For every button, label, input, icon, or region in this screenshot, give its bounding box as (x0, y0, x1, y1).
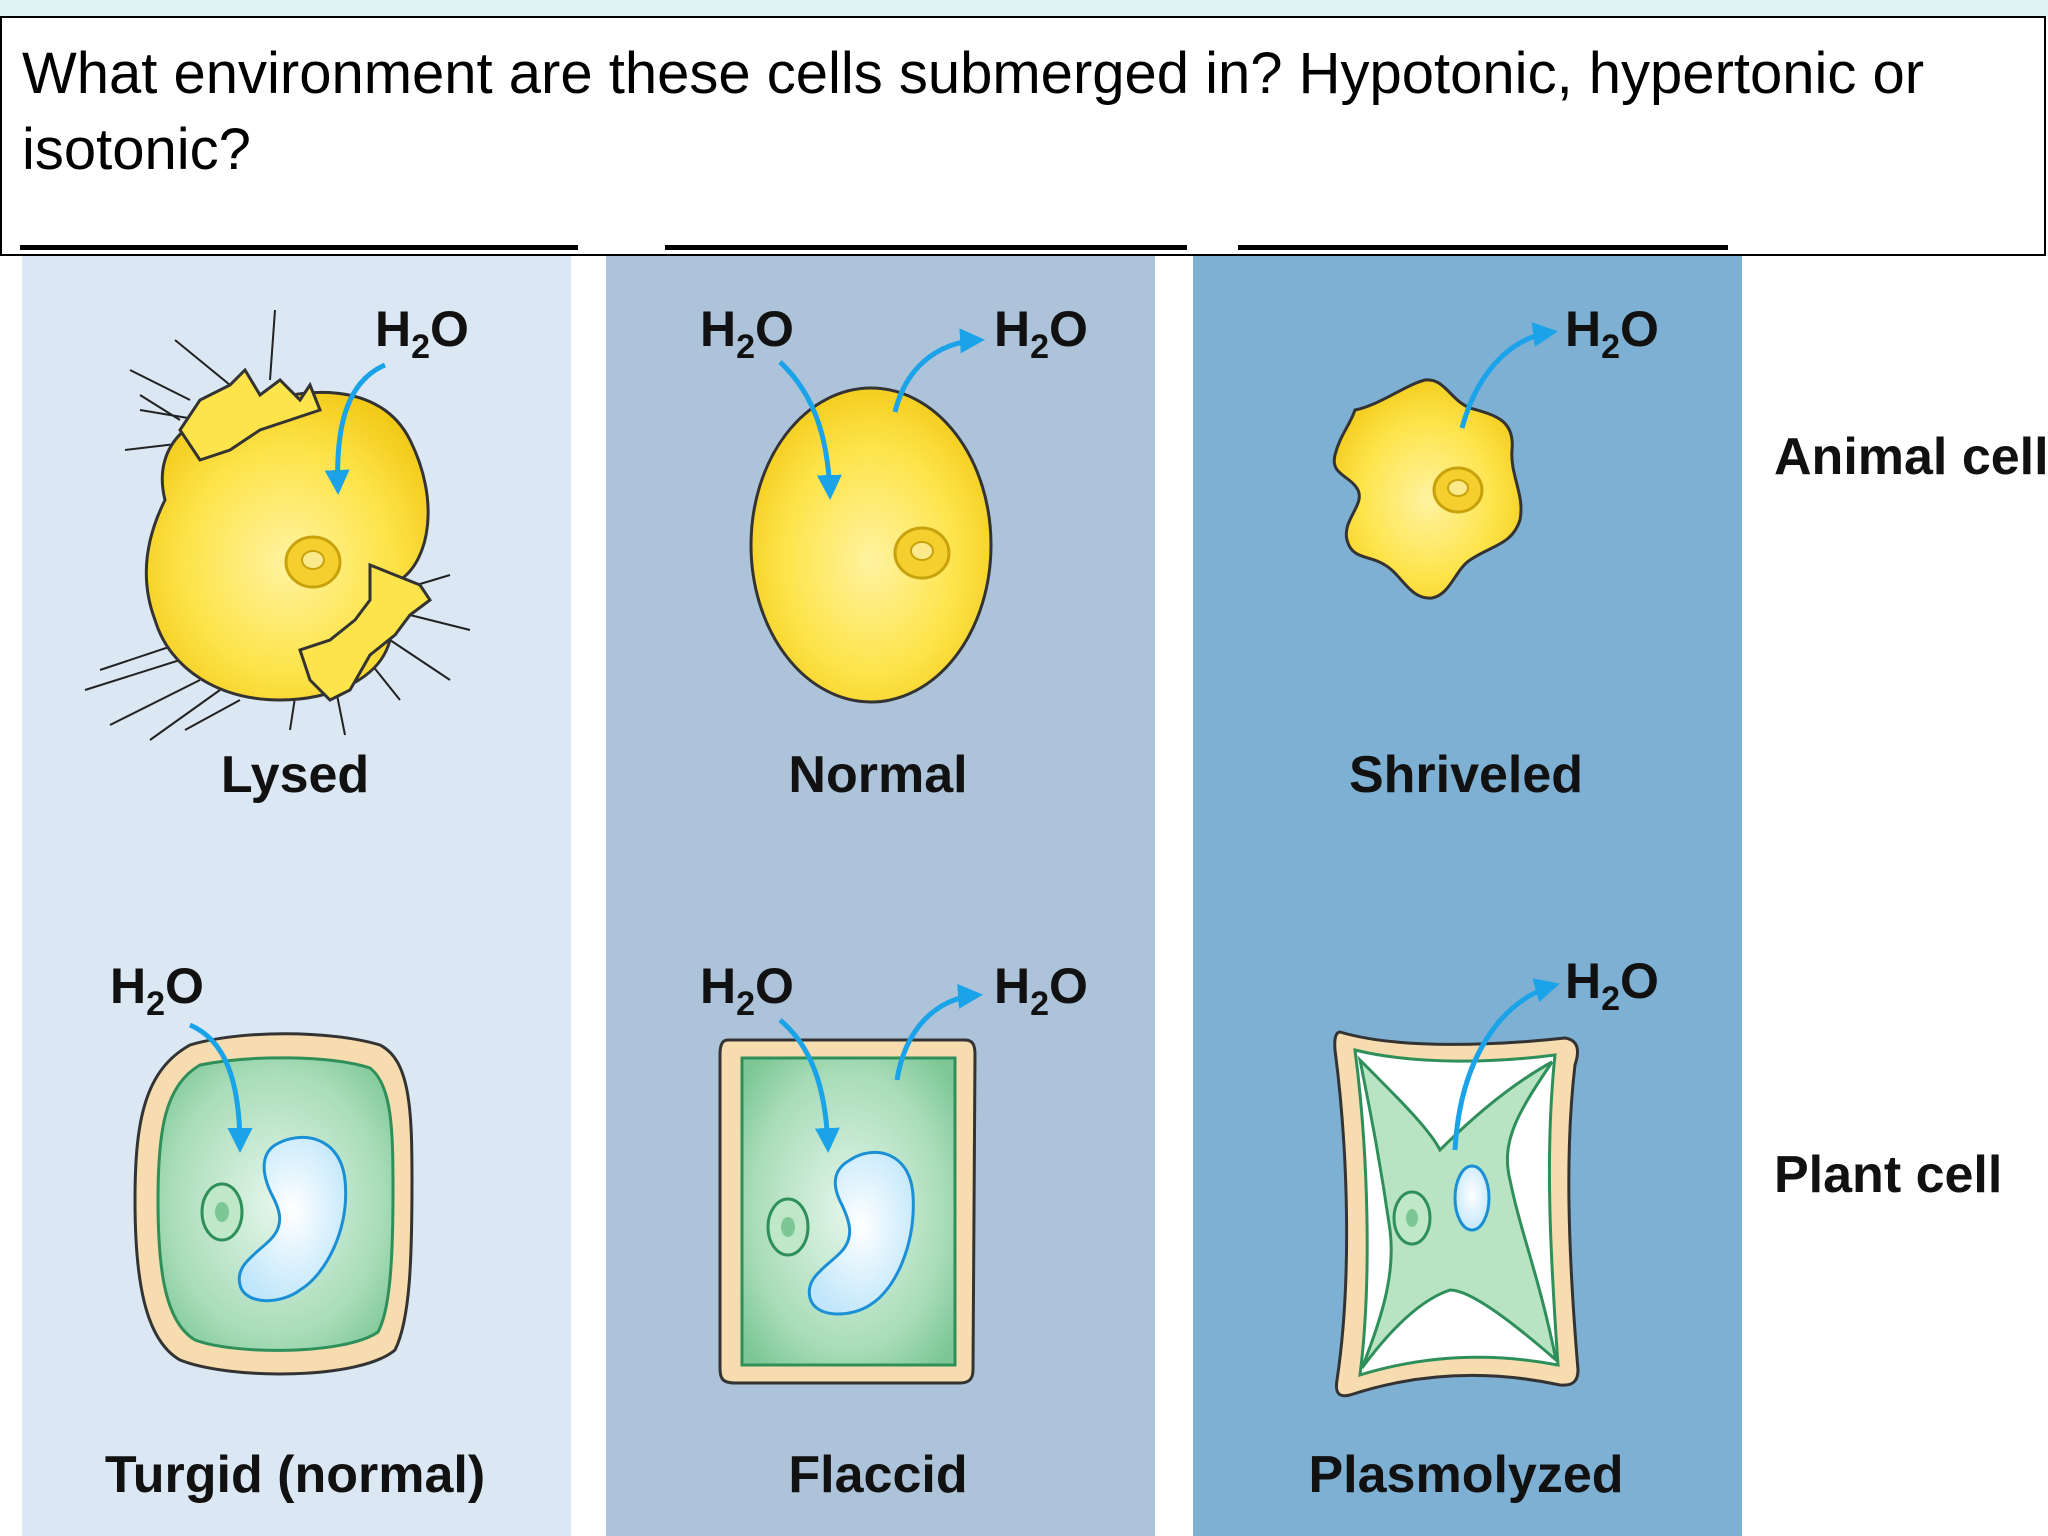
water-label-flaccid-out: H2O (994, 958, 1088, 1023)
label-plasmolyzed: Plasmolyzed (1308, 1446, 1623, 1504)
label-shriveled: Shriveled (1349, 746, 1583, 804)
label-flaccid: Flaccid (788, 1446, 967, 1504)
water-out-arrow-shriveled (1459, 322, 1558, 429)
svg-text:H2O: H2O (994, 958, 1088, 1023)
answer-blank-1[interactable] (20, 245, 578, 250)
label-lysed: Lysed (221, 746, 369, 804)
answer-blank-3[interactable] (1238, 245, 1728, 250)
svg-text:H2O: H2O (375, 301, 469, 366)
water-label-normal-in: H2O (700, 301, 794, 366)
question-text: What environment are these cells submerg… (22, 41, 1925, 182)
water-label-flaccid-in: H2O (700, 958, 794, 1023)
svg-text:H2O: H2O (110, 958, 204, 1023)
water-label-shriveled: H2O (1565, 301, 1659, 366)
water-out-arrow-normal (892, 328, 985, 413)
question-box: What environment are these cells submerg… (0, 16, 2046, 256)
water-label-lysed: H2O (375, 301, 469, 366)
plasmolyzed-plant-cell (1333, 1030, 1580, 1398)
water-in-arrow-normal (778, 360, 842, 500)
row-label-plant-cell: Plant cell (1774, 1146, 2002, 1204)
answer-blank-2[interactable] (665, 245, 1187, 250)
water-label-normal-out: H2O (994, 301, 1088, 366)
water-label-turgid: H2O (110, 958, 204, 1023)
turgid-plant-cell (133, 1032, 414, 1376)
water-in-arrow-turgid (188, 1022, 253, 1153)
normal-animal-cell (749, 386, 993, 704)
svg-text:H2O: H2O (700, 301, 794, 366)
svg-text:H2O: H2O (1565, 301, 1659, 366)
row-label-animal-cell: Animal cell (1774, 428, 2048, 486)
top-strip (0, 0, 2048, 16)
svg-text:H2O: H2O (994, 301, 1088, 366)
svg-text:H2O: H2O (700, 958, 794, 1023)
flaccid-plant-cell (718, 1038, 977, 1385)
water-label-plasmolyzed: H2O (1565, 953, 1659, 1018)
shriveled-animal-cell (1332, 378, 1523, 600)
water-in-arrow-flaccid (778, 1018, 840, 1153)
water-out-arrow-flaccid (894, 983, 983, 1081)
water-out-arrow-plasmolyzed (1452, 978, 1560, 1151)
svg-text:H2O: H2O (1565, 953, 1659, 1018)
label-turgid: Turgid (normal) (105, 1446, 485, 1504)
lysed-animal-cell (84, 309, 471, 741)
label-normal: Normal (788, 746, 967, 804)
water-in-arrow-lysed (324, 362, 387, 495)
